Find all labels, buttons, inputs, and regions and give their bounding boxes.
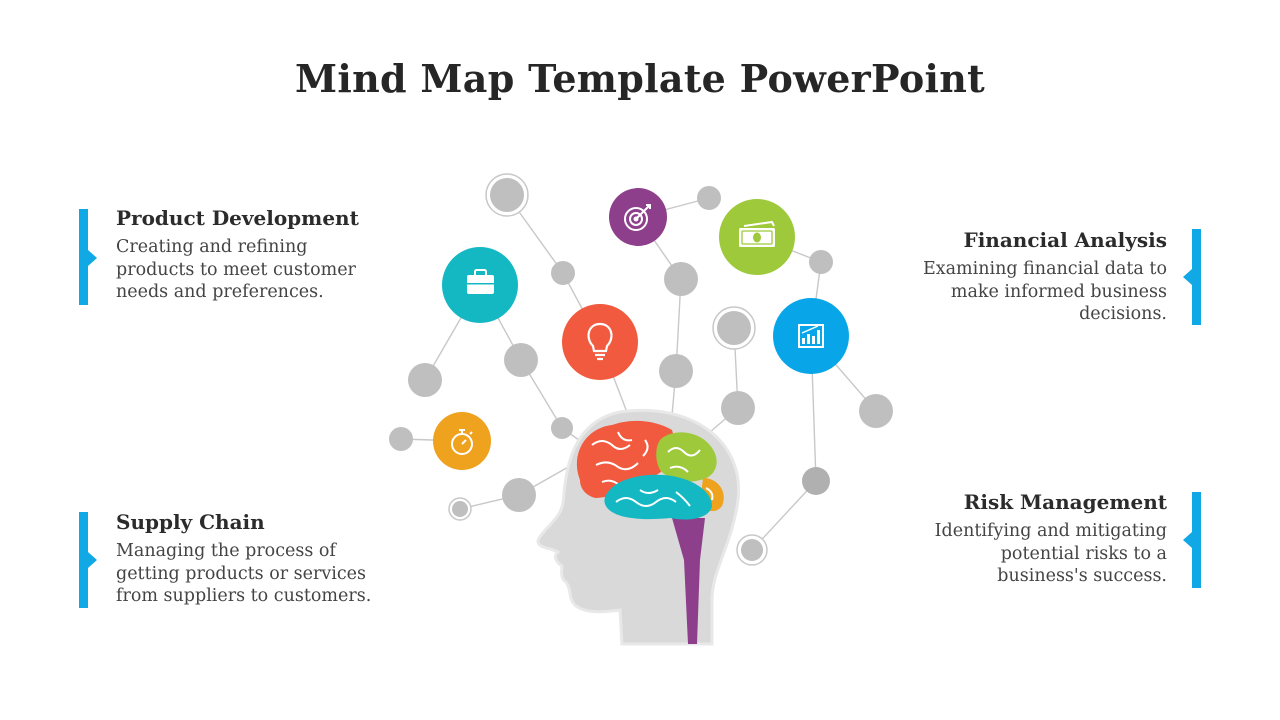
gray-nodes bbox=[389, 173, 893, 566]
section-body: Managing the process of getting products… bbox=[116, 541, 372, 606]
brain-illustration bbox=[576, 420, 724, 520]
section-risk-management: Risk Management Identifying and mitigati… bbox=[867, 490, 1167, 588]
stopwatch-icon bbox=[451, 429, 473, 455]
section-body: Creating and refining products to meet c… bbox=[116, 237, 356, 302]
section-product-development: Product Development Creating and refinin… bbox=[116, 206, 416, 304]
accent-notch-supply-chain bbox=[88, 552, 97, 568]
accent-notch-risk-management bbox=[1183, 532, 1192, 548]
page-title: Mind Map Template PowerPoint bbox=[294, 56, 986, 101]
money-icon bbox=[739, 220, 775, 247]
briefcase-node bbox=[442, 247, 518, 323]
briefcase-icon bbox=[467, 269, 494, 294]
lightbulb-icon bbox=[587, 322, 613, 361]
target-icon bbox=[624, 204, 651, 231]
bar-chart-icon bbox=[798, 324, 824, 348]
accent-bar-supply-chain bbox=[79, 512, 88, 608]
accent-notch-financial-analysis bbox=[1183, 269, 1192, 285]
section-title: Risk Management bbox=[963, 490, 1167, 514]
target-node bbox=[609, 188, 667, 246]
section-supply-chain: Supply Chain Managing the process of get… bbox=[116, 510, 416, 608]
section-title: Product Development bbox=[116, 206, 359, 230]
bar-chart-node bbox=[773, 298, 849, 374]
accent-bar-risk-management bbox=[1192, 492, 1201, 588]
section-body: Identifying and mitigating potential ris… bbox=[934, 521, 1167, 586]
money-node bbox=[719, 199, 795, 275]
accent-notch-product-development bbox=[88, 250, 97, 266]
stopwatch-node bbox=[433, 412, 491, 470]
accent-bar-product-development bbox=[79, 209, 88, 305]
section-title: Financial Analysis bbox=[963, 228, 1168, 252]
lightbulb-node bbox=[562, 304, 638, 380]
section-body: Examining financial data to make informe… bbox=[922, 259, 1167, 324]
section-financial-analysis: Financial Analysis Examining financial d… bbox=[867, 228, 1167, 326]
accent-bar-financial-analysis bbox=[1192, 229, 1201, 325]
section-title: Supply Chain bbox=[116, 510, 265, 534]
